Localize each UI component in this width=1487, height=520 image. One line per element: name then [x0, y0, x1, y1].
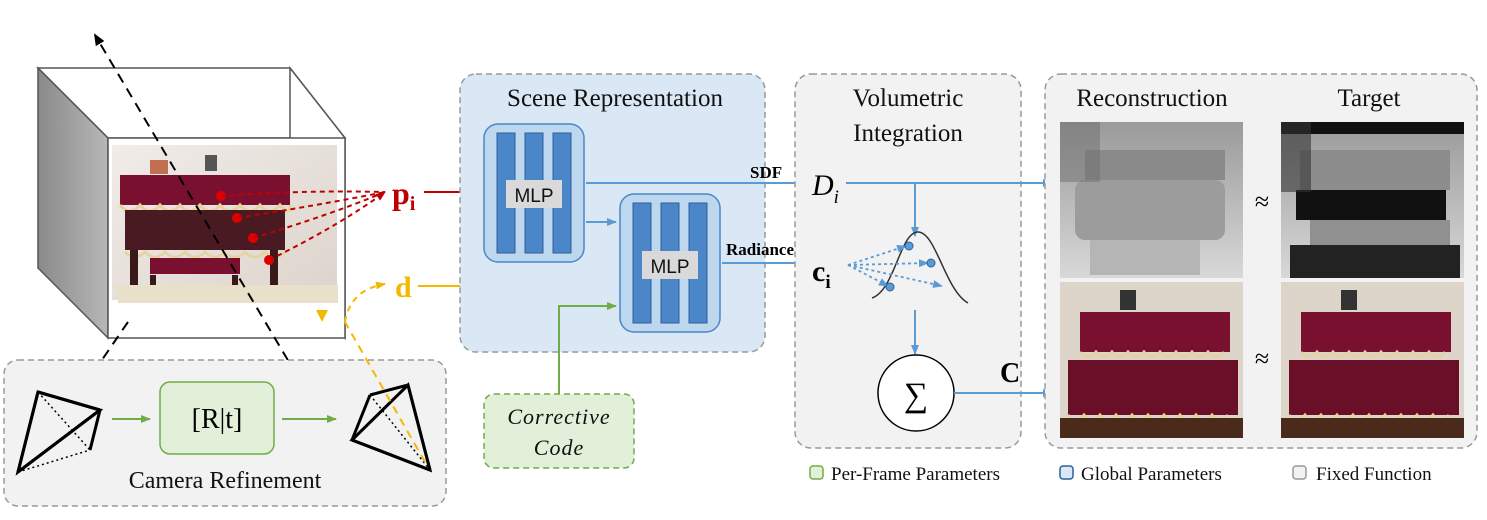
mlp-geometry: MLP	[483, 123, 585, 263]
volumetric-title-line1: Volumetric	[853, 85, 964, 112]
direction-label: d	[395, 271, 412, 304]
corrective-code-line1: Corrective	[507, 404, 610, 429]
pose-label: [R|t]	[192, 404, 243, 435]
legend-swatch-per-frame	[809, 465, 824, 480]
corrective-code-line2: Code	[534, 435, 584, 460]
reconstruction-rgb-image	[1060, 282, 1243, 438]
target-title: Target	[1337, 85, 1400, 112]
legend-fixed: Fixed Function	[1316, 464, 1432, 485]
approx-symbol-rgb: ≈	[1255, 344, 1269, 373]
mlp1-label: MLP	[514, 186, 553, 207]
final-color-label: C	[1000, 358, 1020, 389]
pose-box	[159, 381, 275, 455]
point-label: pi	[392, 175, 416, 215]
sum-symbol: ∑	[904, 377, 928, 414]
camera-frustum-right	[349, 382, 433, 473]
legend-swatch-global	[1059, 465, 1074, 480]
piano-scene-image	[112, 145, 338, 303]
camera-ray	[93, 33, 341, 449]
camera-frustum-left	[15, 390, 104, 476]
radiance-label: Radiance	[726, 240, 794, 259]
depth-label: Di	[811, 169, 839, 208]
direction-ray-curve	[344, 281, 386, 323]
mlp2-label: MLP	[650, 257, 689, 278]
point-ray	[252, 191, 386, 239]
direction-arrowhead	[316, 310, 328, 322]
scene-representation-title: Scene Representation	[507, 85, 723, 112]
target-rgb-image	[1281, 282, 1464, 438]
weight-curve	[847, 231, 969, 304]
mlp-radiance: MLP	[619, 193, 721, 333]
reconstruction-depth-image	[1060, 122, 1243, 278]
volumetric-integration-panel	[794, 73, 1022, 449]
legend-per-frame: Per-Frame Parameters	[831, 464, 1000, 485]
scene-cube	[36, 33, 386, 451]
reconstruction-title: Reconstruction	[1076, 85, 1228, 112]
point-ray	[236, 191, 386, 219]
color-sample-label: ci	[812, 255, 831, 293]
approx-symbol-depth: ≈	[1255, 187, 1269, 216]
corrective-code-arrow	[558, 302, 617, 394]
sdf-label: SDF	[750, 163, 782, 182]
point-ray	[220, 190, 386, 197]
legend-global: Global Parameters	[1081, 464, 1222, 485]
legend: Per-Frame Parameters Global Parameters F…	[809, 464, 1432, 485]
volumetric-title-line2: Integration	[853, 120, 963, 147]
point-ray	[268, 191, 386, 261]
camera-refinement-title: Camera Refinement	[129, 468, 322, 494]
legend-swatch-fixed	[1292, 465, 1307, 480]
target-depth-image	[1281, 122, 1464, 278]
